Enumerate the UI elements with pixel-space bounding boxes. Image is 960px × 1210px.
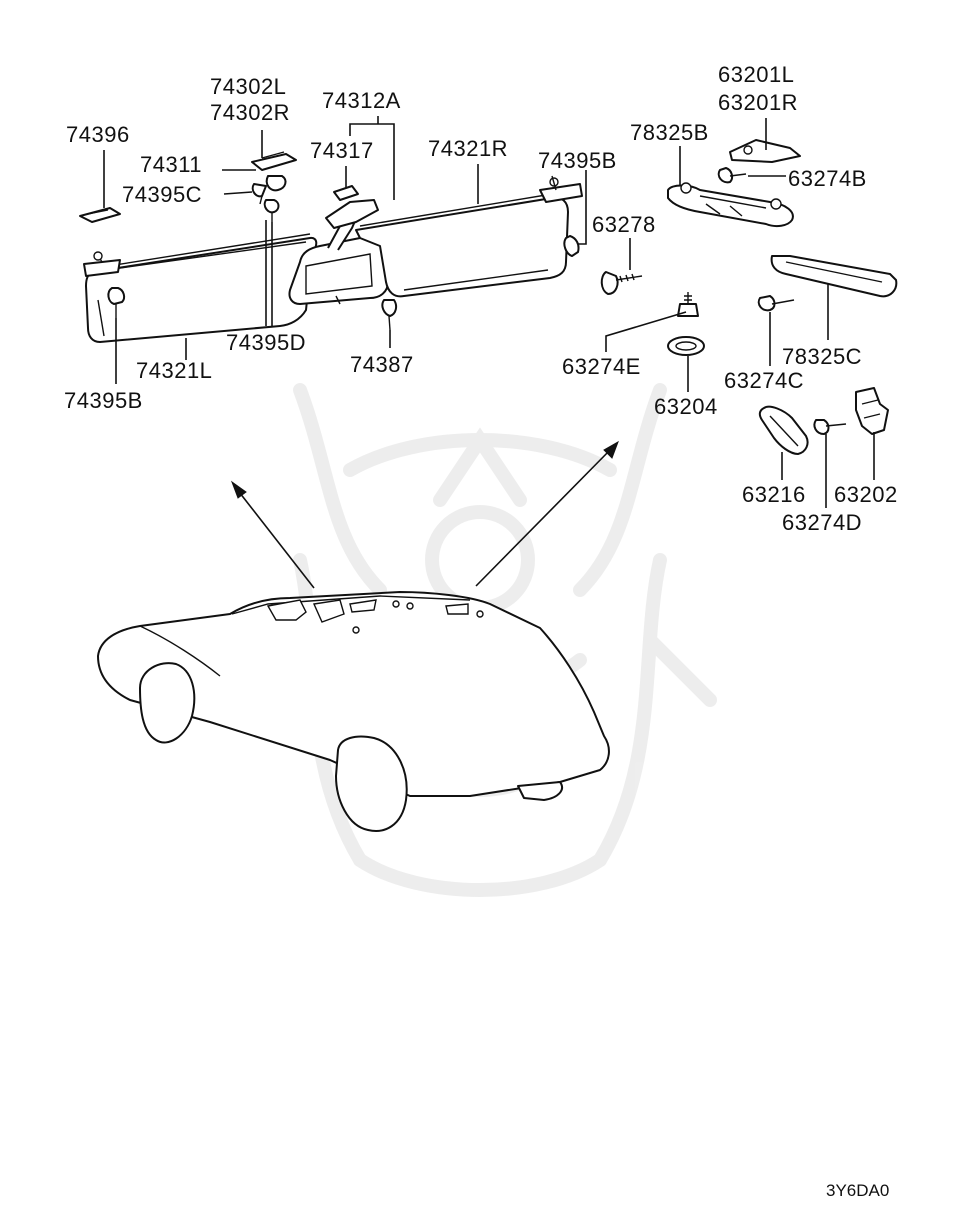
label-63278: 63278	[592, 212, 656, 237]
label-63274B: 63274B	[788, 166, 867, 191]
label-74395B-right: 74395B	[538, 148, 617, 173]
cover-63216	[758, 405, 809, 455]
visor-clip-right	[539, 175, 583, 203]
label-74396: 74396	[66, 122, 130, 147]
label-63202: 63202	[834, 482, 898, 507]
label-78325C: 78325C	[782, 344, 862, 369]
clip-74317	[333, 185, 359, 201]
visor-holder-parts	[251, 151, 297, 222]
indicator-arrows	[230, 440, 619, 589]
ring-63204	[667, 336, 705, 356]
screw-63274c	[757, 295, 795, 312]
label-63204: 63204	[654, 394, 718, 419]
screw-right-visor	[563, 235, 580, 257]
label-74302L: 74302L	[210, 74, 286, 99]
car-outline	[97, 591, 610, 832]
screw-63274d	[813, 419, 847, 435]
label-74317: 74317	[310, 138, 374, 163]
assist-grip-78325b	[667, 182, 794, 228]
label-78325B: 78325B	[630, 120, 709, 145]
sun-visor-left	[85, 233, 318, 343]
label-74395B-left: 74395B	[64, 388, 143, 413]
label-74302R: 74302R	[210, 100, 290, 125]
label-63274E: 63274E	[562, 354, 641, 379]
screw-63274b	[717, 167, 747, 184]
screw-63274e	[677, 292, 699, 317]
screw-74395b-left	[107, 287, 126, 318]
label-74387: 74387	[350, 352, 414, 377]
label-63274C: 63274C	[724, 368, 804, 393]
label-63201R: 63201R	[718, 90, 798, 115]
bracket-63201	[729, 139, 801, 163]
leader-lines	[103, 116, 875, 508]
visor-clip-left	[83, 251, 121, 277]
sun-visor-right	[355, 193, 569, 298]
label-63216: 63216	[742, 482, 806, 507]
rear-view-mirror	[288, 199, 389, 305]
label-74321R: 74321R	[428, 136, 508, 161]
pad-74396	[79, 207, 121, 223]
label-74321L: 74321L	[136, 358, 212, 383]
lamp-63202	[855, 387, 889, 435]
assist-grip-78325c	[770, 255, 898, 298]
screw-63278	[600, 271, 643, 295]
screw-74387	[381, 299, 398, 331]
label-74311: 74311	[140, 152, 202, 177]
label-63274D: 63274D	[782, 510, 862, 535]
label-74395C: 74395C	[122, 182, 202, 207]
label-63201L: 63201L	[718, 62, 794, 87]
diagram-code: 3Y6DA0	[826, 1181, 889, 1200]
label-74312A: 74312A	[322, 88, 401, 113]
label-74395D: 74395D	[226, 330, 306, 355]
